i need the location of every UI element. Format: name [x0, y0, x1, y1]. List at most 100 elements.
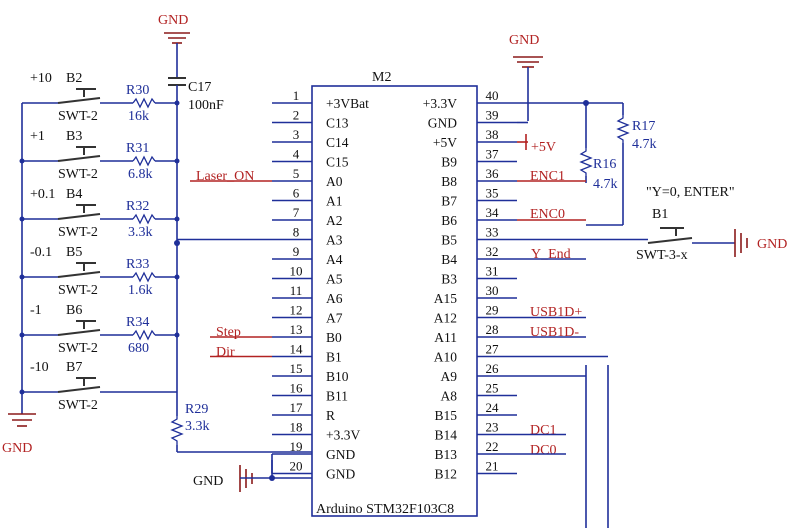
ic-pin-7: 7A2 — [272, 205, 343, 228]
pin-number: 7 — [293, 205, 300, 220]
pin-name: B11 — [326, 389, 348, 404]
net-dc1: DC1 — [530, 423, 556, 438]
resistor-r30: R30 16k — [100, 83, 180, 124]
switch-type: SWT-2 — [58, 341, 98, 356]
pin-number: 37 — [486, 147, 500, 162]
pin-name: B6 — [441, 213, 457, 228]
switch-b1[interactable]: "Y=0, ENTER" B1 SWT-3-x — [636, 185, 735, 263]
pin-number: 31 — [486, 264, 499, 279]
pin-name: B7 — [441, 194, 457, 209]
switch-ref: B4 — [66, 187, 82, 202]
gnd-label-ladder: GND — [2, 441, 32, 456]
pin-number: 19 — [290, 439, 303, 454]
pin-number: 11 — [290, 283, 303, 298]
resistor-value: 16k — [128, 109, 149, 124]
resistor-ref: R30 — [126, 83, 149, 98]
r16-value: 4.7k — [593, 177, 618, 192]
r17-value: 4.7k — [632, 137, 657, 152]
switch-value: +0.1 — [30, 187, 55, 202]
pin-name: C13 — [326, 116, 349, 131]
pin-name: B15 — [434, 408, 457, 423]
switch-type: SWT-2 — [58, 398, 98, 413]
b1-ref: B1 — [652, 207, 668, 222]
resistor-r29: R29 3.3k — [170, 402, 210, 445]
b1-type: SWT-3-x — [636, 248, 688, 263]
pin-name: B10 — [326, 369, 349, 384]
gnd-label-ic: GND — [193, 474, 223, 489]
gnd-symbol-b1: GND — [734, 229, 787, 257]
resistor-ref: R31 — [126, 141, 149, 156]
resistor-r16: R16 4.7k — [579, 148, 618, 192]
pin-name: A6 — [326, 291, 343, 306]
pin-number: 38 — [486, 127, 499, 142]
pin-name: B1 — [326, 350, 342, 365]
pin-name: A10 — [434, 350, 457, 365]
gnd-symbol-c17: GND — [158, 13, 190, 44]
pin-number: 39 — [486, 108, 499, 123]
ic-pin-38: 38 +5V — [433, 127, 517, 150]
pin-number: 23 — [486, 420, 499, 435]
pin-number: 34 — [486, 205, 500, 220]
resistor-r17: R17 4.7k — [616, 115, 657, 152]
pin-number: 14 — [290, 342, 304, 357]
pin-number: 32 — [486, 244, 499, 259]
ic-body — [311, 85, 478, 517]
pin-name: B14 — [434, 428, 457, 443]
pin-number: 9 — [293, 244, 300, 259]
pin-number: 10 — [290, 264, 303, 279]
resistor-ref: R32 — [126, 199, 149, 214]
switch-type: SWT-2 — [58, 225, 98, 240]
switch-value: -10 — [30, 360, 49, 375]
pin-number: 17 — [290, 400, 304, 415]
switch-ref: B7 — [66, 360, 82, 375]
ic-pin-18: 18+3.3V — [272, 420, 360, 443]
resistor-value: 680 — [128, 341, 149, 356]
switch-value: +10 — [30, 71, 52, 86]
net-dir: Dir — [216, 345, 235, 360]
gnd-label-c17: GND — [158, 13, 188, 28]
c17-value: 100nF — [188, 98, 224, 113]
pin-name: GND — [326, 447, 355, 462]
pin-number: 2 — [293, 108, 300, 123]
r29-value: 3.3k — [185, 419, 210, 434]
ic-pin-8: 8A3 — [272, 225, 343, 248]
net-usb-dp: USB1D+ — [530, 305, 582, 320]
pin-name: B3 — [441, 272, 457, 287]
pin-number: 13 — [290, 322, 303, 337]
pin-name: A3 — [326, 233, 343, 248]
pin-number: 27 — [486, 342, 500, 357]
pin-number: 36 — [486, 166, 500, 181]
r17-ref: R17 — [632, 119, 655, 134]
pin-name: A5 — [326, 272, 343, 287]
plus5v-label: +5V — [531, 140, 556, 155]
switch-value: -0.1 — [30, 245, 52, 260]
pin-name: GND — [428, 116, 457, 131]
pin-name: +5V — [433, 135, 457, 150]
pin-name: B4 — [441, 252, 457, 267]
pin-name: A0 — [326, 174, 343, 189]
pin-name: A12 — [434, 311, 457, 326]
